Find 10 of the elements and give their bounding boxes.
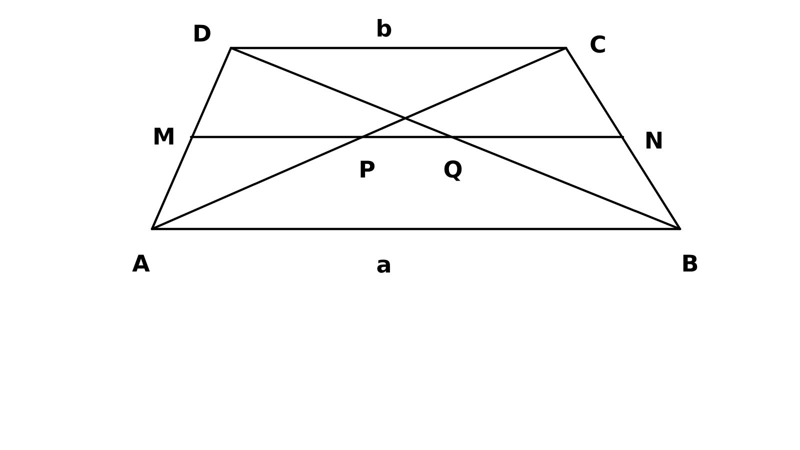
point-label: b: [376, 18, 392, 42]
point-label: B: [681, 254, 699, 276]
point-label: A: [132, 254, 150, 276]
point-label: M: [152, 126, 176, 150]
point-label: N: [644, 130, 664, 154]
point-label: C: [590, 34, 606, 58]
point-label: D: [192, 24, 212, 46]
point-label: Q: [443, 160, 463, 182]
point-label: a: [376, 254, 392, 278]
point-label: P: [358, 160, 376, 182]
